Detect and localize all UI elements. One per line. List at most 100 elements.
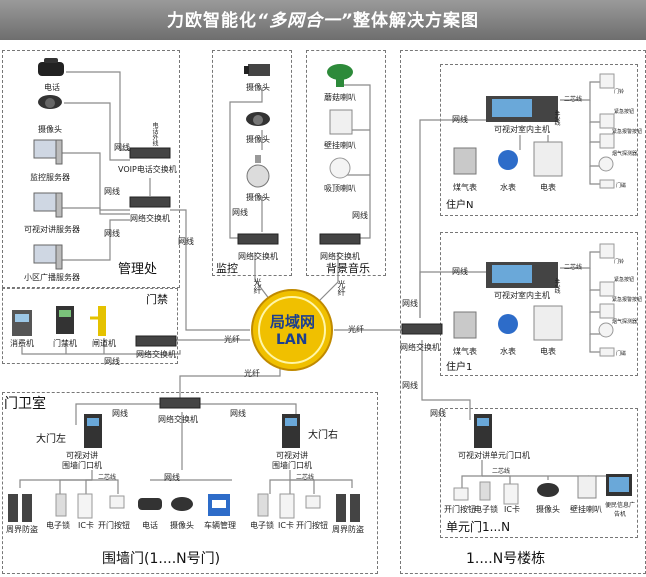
house-1-s4-label: 烟气探测器 bbox=[612, 319, 638, 325]
voip-switch-icon bbox=[129, 147, 171, 159]
house-1-water-icon bbox=[498, 314, 518, 334]
building-title: 1....N号楼栋 bbox=[466, 551, 546, 567]
card-left-icon bbox=[77, 493, 93, 519]
monitor-cam1-label: 摄像头 bbox=[246, 83, 270, 92]
access-region bbox=[2, 288, 178, 364]
music-spk2-label: 壁挂喇叭 bbox=[324, 141, 356, 150]
gate-left-two-core-label: 二芯线 bbox=[98, 474, 117, 481]
house-1-four-core-label: 4芯线 bbox=[553, 278, 560, 294]
house-n-title: 住户N bbox=[446, 200, 474, 211]
unit-lock-label: 电子锁 bbox=[474, 505, 498, 514]
mgmt-net-switch-label: 网络交换机 bbox=[130, 214, 170, 223]
title-bar bbox=[0, 0, 646, 40]
access-title: 门禁 bbox=[146, 293, 168, 306]
gate-left-label: 大门左 bbox=[36, 434, 66, 445]
music-fiber-label: 光纤 bbox=[337, 280, 346, 296]
house-n-host-icon bbox=[486, 96, 558, 122]
mgmt-monitor-server-label: 监控服务器 bbox=[30, 173, 70, 182]
guard-camera-icon bbox=[171, 497, 193, 511]
mgmt-phone-label: 电话 bbox=[44, 83, 60, 92]
perimeter-left-label: 周界防盗 bbox=[6, 525, 38, 534]
unit-region bbox=[440, 408, 638, 538]
ceiling-speaker-icon bbox=[329, 157, 351, 179]
unit-info-label: 便民信息广告机 bbox=[604, 502, 635, 518]
guard-switch-label: 网络交换机 bbox=[158, 415, 198, 424]
house-1-region bbox=[440, 232, 638, 376]
house-1-s3-label: 紧急报警按钮 bbox=[612, 297, 643, 303]
music-switch-icon bbox=[319, 233, 361, 245]
ptz-camera-icon bbox=[246, 155, 270, 188]
lock-right-label: 电子锁 bbox=[250, 521, 274, 530]
guard-net-center-label: 网线 bbox=[164, 473, 180, 482]
gate-right-intercom-icon bbox=[282, 414, 300, 448]
building-fiber-label: 光纤 bbox=[348, 325, 364, 334]
mgmt-intercom-server-label: 可视对讲服务器 bbox=[24, 225, 80, 234]
guard-phone-label: 电话 bbox=[142, 521, 158, 530]
unit-camera-icon bbox=[537, 483, 559, 497]
house-n-gas-icon bbox=[453, 147, 477, 175]
house-n-s1-label: 门铃 bbox=[614, 89, 625, 95]
lan-label-en: LAN bbox=[276, 332, 308, 348]
wall-speaker-icon bbox=[329, 109, 353, 135]
mgmt-title: 管理处 bbox=[118, 262, 158, 277]
monitor-net-label: 网线 bbox=[232, 208, 248, 217]
lock-right-icon bbox=[257, 493, 269, 517]
broadcast-server-icon bbox=[33, 244, 63, 270]
guard-switch-icon bbox=[159, 397, 201, 409]
dome-camera-icon-2 bbox=[246, 112, 270, 126]
music-spk1-label: 蘑菇喇叭 bbox=[324, 93, 356, 102]
unit-intercom-icon bbox=[474, 414, 492, 448]
access-switch-icon bbox=[135, 335, 177, 347]
unit-title: 单元门1...N bbox=[446, 520, 511, 534]
lan-label-cn: 局域网 bbox=[270, 313, 316, 331]
lock-left-icon bbox=[55, 493, 67, 517]
guard-net-left-label: 网线 bbox=[112, 409, 128, 418]
house-n-four-core-label: 4芯线 bbox=[553, 110, 560, 126]
mgmt-net-label-1: 网线 bbox=[114, 143, 130, 152]
unit-info-icon bbox=[606, 474, 632, 496]
access-net-label: 网线 bbox=[104, 357, 120, 366]
guard-net-right-label: 网线 bbox=[230, 409, 246, 418]
button-right-icon bbox=[305, 495, 321, 509]
unit-card-label: IC卡 bbox=[504, 505, 520, 514]
unit-btn-label: 开门按钮 bbox=[444, 505, 476, 514]
intercom-server-icon bbox=[33, 192, 63, 218]
button-right-label: 开门按钮 bbox=[296, 521, 328, 530]
access-fiber-label: 光纤 bbox=[224, 335, 240, 344]
house-1-two-core-label: 二芯线 bbox=[564, 264, 583, 271]
house-n-elec-icon bbox=[533, 141, 563, 177]
dome-camera-icon bbox=[38, 95, 62, 109]
gate-left-intercom-icon bbox=[84, 414, 102, 448]
page-title: 力欧智能化“多网合一”整体解决方案图 bbox=[0, 6, 646, 31]
box-camera-icon bbox=[244, 64, 270, 76]
music-region bbox=[306, 50, 386, 276]
parking-label: 车辆管理 bbox=[204, 521, 236, 530]
unit-card-icon bbox=[503, 483, 519, 505]
monitor-server-icon bbox=[33, 139, 63, 165]
guard-camera-label: 摄像头 bbox=[170, 521, 194, 530]
house-1-net-label: 网线 bbox=[452, 267, 468, 276]
perimeter-right-label: 周界防盗 bbox=[332, 525, 364, 534]
monitor-region bbox=[212, 50, 292, 276]
pos-terminal-icon bbox=[12, 310, 32, 336]
house-1-host-icon bbox=[486, 262, 558, 288]
access-gate-label: 闸道机 bbox=[92, 339, 116, 348]
music-title: 背景音乐 bbox=[326, 262, 370, 275]
wall-gate-title: 围墙门(1....N号门) bbox=[102, 551, 221, 567]
lan-hub-icon bbox=[251, 289, 333, 371]
access-door-label: 门禁机 bbox=[53, 339, 77, 348]
access-pos-label: 消费机 bbox=[10, 339, 34, 348]
gate-left-intercom-label: 可视对讲 bbox=[66, 451, 98, 460]
access-switch-label: 网络交换机 bbox=[136, 350, 176, 359]
house-n-s3-label: 紧急报警按钮 bbox=[612, 129, 643, 135]
unit-two-core-label: 二芯线 bbox=[492, 468, 511, 475]
gate-right-wall-label: 围墙门口机 bbox=[272, 461, 312, 470]
monitor-fiber-label: 光纤 bbox=[253, 278, 262, 294]
music-switch-label: 网络交换机 bbox=[320, 252, 360, 261]
mgmt-net-label-4: 网线 bbox=[178, 237, 194, 246]
house-1-title: 住户1 bbox=[446, 362, 473, 373]
lock-left-label: 电子锁 bbox=[46, 521, 70, 530]
phone-icon bbox=[38, 58, 64, 76]
guard-fiber-label: 光纤 bbox=[244, 369, 260, 378]
house-1-s2-label: 紧急按钮 bbox=[614, 277, 635, 283]
